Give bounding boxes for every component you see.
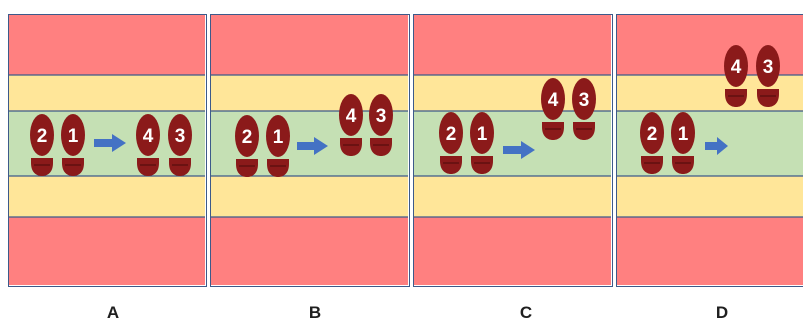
footprint-4: 4 — [541, 78, 565, 140]
step-number: 4 — [143, 126, 154, 147]
panel-b: 2 1 4 3 — [210, 14, 410, 287]
red-zone-top — [414, 15, 611, 75]
footprint-1: 1 — [470, 112, 494, 174]
footprint-2: 2 — [640, 112, 664, 174]
footprint-1: 1 — [671, 112, 695, 174]
yellow-zone-top — [9, 75, 205, 111]
step-number: 2 — [37, 126, 48, 147]
step-number: 3 — [175, 126, 186, 147]
footprint-4: 4 — [339, 94, 363, 156]
footprint-2: 2 — [235, 115, 259, 177]
yellow-zone-bottom — [211, 176, 408, 217]
right-arrow-icon — [503, 141, 535, 159]
step-number: 2 — [242, 127, 253, 148]
yellow-zone-bottom — [617, 176, 803, 217]
footprint-1: 1 — [266, 115, 290, 177]
panel-label-a: A — [106, 303, 120, 322]
step-number: 4 — [548, 90, 559, 111]
right-arrow-icon — [94, 134, 126, 152]
red-zone-bottom — [617, 217, 803, 285]
panel-label-d: D — [715, 303, 729, 322]
step-number: 1 — [477, 124, 488, 145]
panel-label-b: B — [308, 303, 322, 322]
step-number: 3 — [579, 90, 590, 111]
step-number: 4 — [731, 57, 742, 78]
footprint-2: 2 — [30, 114, 54, 176]
red-zone-bottom — [9, 217, 205, 285]
panel-d-canvas: 2 1 4 3 — [617, 15, 803, 285]
yellow-zone-bottom — [414, 176, 611, 217]
red-zone-top — [211, 15, 408, 75]
right-arrow-icon — [705, 137, 728, 155]
footprint-3: 3 — [168, 114, 192, 176]
step-number: 1 — [273, 127, 284, 148]
footprint-4: 4 — [136, 114, 160, 176]
footprint-1: 1 — [61, 114, 85, 176]
footprint-4: 4 — [724, 45, 748, 107]
red-zone-bottom — [211, 217, 408, 285]
footprint-3: 3 — [572, 78, 596, 140]
panel-d: 2 1 4 3 — [616, 14, 803, 287]
red-zone-top — [9, 15, 205, 75]
right-arrow-icon — [297, 137, 328, 155]
step-number: 3 — [376, 106, 387, 127]
step-number: 4 — [346, 106, 357, 127]
step-number: 1 — [68, 126, 79, 147]
panel-a: 2 1 4 3 — [8, 14, 207, 287]
step-number: 1 — [678, 124, 689, 145]
red-zone-bottom — [414, 217, 611, 285]
panel-c: 2 1 4 3 — [413, 14, 613, 287]
panel-a-canvas: 2 1 4 3 — [9, 15, 205, 285]
panel-label-c: C — [519, 303, 533, 322]
panel-b-canvas: 2 1 4 3 — [211, 15, 408, 285]
footprint-2: 2 — [439, 112, 463, 174]
panel-c-canvas: 2 1 4 3 — [414, 15, 611, 285]
yellow-zone-bottom — [9, 176, 205, 217]
step-number: 2 — [647, 124, 658, 145]
footprint-3: 3 — [756, 45, 780, 107]
footprint-3: 3 — [369, 94, 393, 156]
step-number: 3 — [763, 57, 774, 78]
step-number: 2 — [446, 124, 457, 145]
